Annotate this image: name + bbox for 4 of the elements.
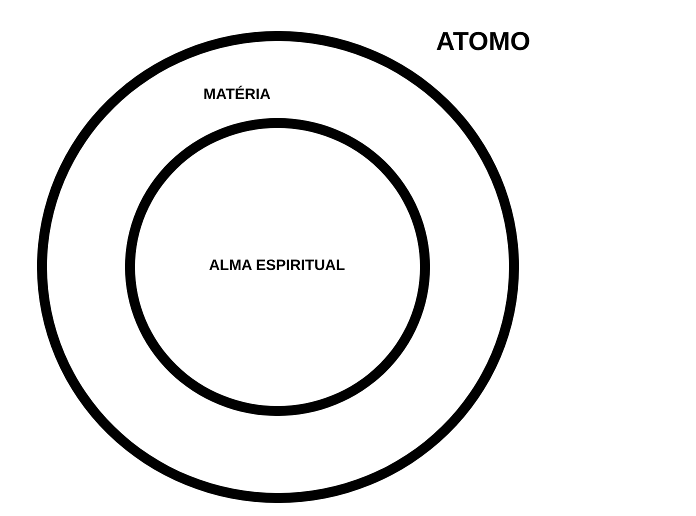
circle-label: ALMA ESPIRITUAL xyxy=(208,257,346,274)
inner-circle xyxy=(125,118,430,416)
circle-label: MATÉRIA xyxy=(203,86,271,103)
diagram-title: ATOMO xyxy=(436,26,530,57)
